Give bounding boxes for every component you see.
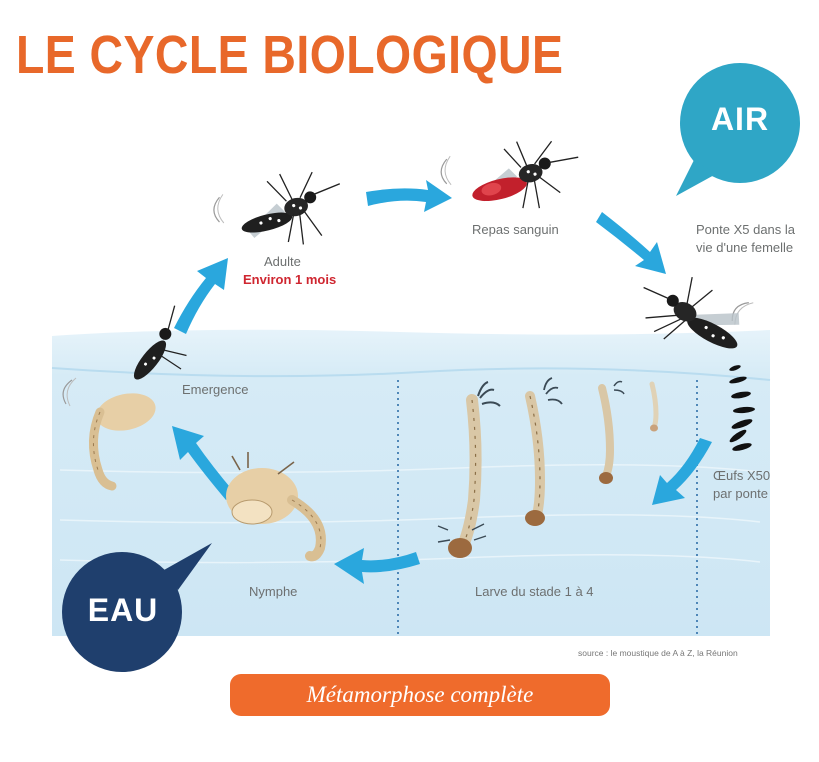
laying-label-line2: vie d'une femelle	[696, 240, 793, 255]
laying-label-line1: Ponte X5 dans la	[696, 222, 795, 237]
pupa-label: Nymphe	[249, 584, 297, 599]
blood-meal-label: Repas sanguin	[472, 222, 559, 237]
larva-label: Larve du stade 1 à 4	[475, 584, 594, 599]
arrow-emergence-to-adult	[174, 258, 228, 334]
source-credit: source : le moustique de A à Z, la Réuni…	[578, 648, 738, 658]
mosquito-adult-icon	[209, 160, 352, 263]
adult-duration-label: Environ 1 mois	[243, 272, 336, 287]
adult-label: Adulte	[264, 254, 301, 269]
arrow-adult-to-meal	[366, 180, 452, 212]
emergence-label: Emergence	[182, 382, 248, 397]
air-zone-label: AIR	[681, 101, 799, 138]
metamorphosis-banner: Métamorphose complète	[230, 674, 610, 716]
page-title: LE CYCLE BIOLOGIQUE	[16, 24, 563, 86]
water-zone-label: EAU	[64, 592, 182, 629]
mosquito-blood-meal-icon	[438, 126, 588, 229]
arrow-meal-to-laying	[596, 212, 666, 274]
eggs-label-line1: Œufs X50	[713, 468, 770, 483]
eggs-label-line2: par ponte	[713, 486, 768, 501]
